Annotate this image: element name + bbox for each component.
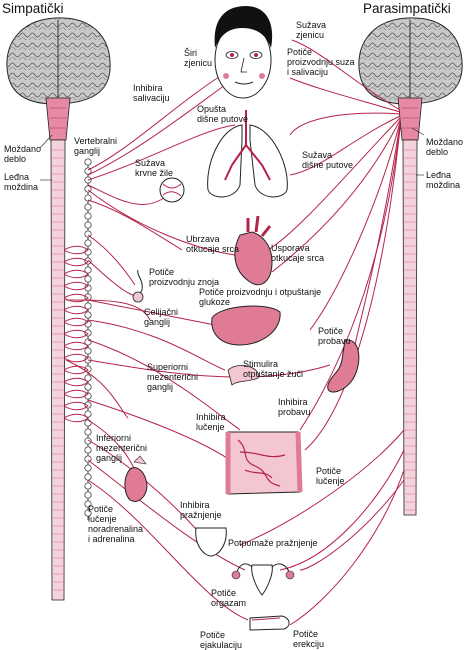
title-parasympathetic: Parasimpatički	[363, 1, 451, 16]
ramus-loop	[63, 293, 89, 303]
label-brainstem-left: Moždano deblo	[4, 144, 42, 164]
sympathetic-ganglion	[84, 437, 92, 445]
sympathetic-ganglion	[84, 383, 92, 391]
ramus-loop	[63, 413, 89, 423]
label-slows-heart: Usporava otkucaje srca	[271, 243, 325, 263]
penis	[249, 615, 290, 631]
sympathetic-ganglion	[84, 302, 92, 310]
right-brainstem	[397, 97, 423, 141]
label-stimulates-digestion: Potiče probavu	[318, 326, 351, 346]
adrenal-kidney	[124, 455, 148, 502]
ramus-loop	[63, 305, 89, 315]
sympathetic-ganglion	[84, 158, 92, 166]
label-promotes-emptying: Potpomaže pražnjenje	[228, 538, 318, 548]
label-brainstem-right: Moždano deblo	[426, 137, 464, 157]
label-stimulates-bile: Stimulira otpuštanje žuči	[243, 359, 304, 379]
label-stimulates-glucose: Potiče proizvodnju i otpuštanje glukoze	[199, 287, 322, 307]
ramus-loop	[63, 353, 89, 363]
label-inhibits-secretion: Inhibira lučenje	[196, 412, 226, 432]
face	[214, 6, 273, 99]
heart	[234, 215, 273, 286]
blood-vessel	[159, 177, 185, 203]
label-stimulates-erection: Potiče erekciju	[293, 629, 325, 649]
sympathetic-ganglion	[84, 194, 92, 202]
label-celiac-ganglion: Celijačni ganglij	[144, 307, 179, 327]
ramus-loop	[63, 365, 89, 375]
pancreas	[227, 365, 259, 386]
ramus-loop	[63, 257, 89, 267]
stomach	[327, 339, 360, 393]
left-brain	[6, 17, 111, 105]
label-constricts-pupil: Sužava zjenicu	[296, 20, 327, 40]
left-spinal-cord	[50, 139, 66, 601]
label-inferior-mesenteric: Inferiorni mezenterični ganglij	[96, 433, 148, 463]
label-stimulates-ejaculation: Potiče ejakulaciju	[200, 630, 243, 650]
sympathetic-ganglion	[84, 473, 92, 481]
sympathetic-ganglion	[84, 509, 92, 517]
title-sympathetic: Simpatički	[2, 1, 64, 16]
label-constricts-vessels: Sužava krvne žile	[135, 158, 174, 178]
ramus-loop	[63, 317, 89, 327]
label-stimulates-secretion: Potiče lučenje	[316, 466, 345, 486]
sympathetic-ganglion	[84, 428, 92, 436]
left-brainstem	[45, 97, 71, 141]
sympathetic-ganglion	[84, 500, 92, 508]
ramus-loop	[63, 329, 89, 339]
label-constricts-airways: Sužava dišne putove	[302, 150, 354, 170]
label-superior-mesenteric: Superiorni mezenterični ganglij	[147, 362, 199, 392]
right-brain	[358, 17, 463, 105]
sympathetic-ganglion	[84, 482, 92, 490]
sympathetic-ganglion	[84, 464, 92, 472]
liver	[211, 305, 281, 346]
label-inhibits-emptying: Inhibira pražnjenje	[180, 500, 222, 520]
ramus-loop	[63, 281, 89, 291]
label-stimulates-sweat: Potiče proizvodnju znoja	[149, 267, 220, 287]
label-stimulates-adrenaline: Potiče lučenje noradrenalina i adrenalin…	[88, 504, 144, 544]
label-vertebral-ganglion: Vertebralni ganglij	[74, 136, 118, 156]
sympathetic-ganglion	[84, 374, 92, 382]
sympathetic-ganglion	[84, 455, 92, 463]
bladder	[195, 527, 227, 557]
sympathetic-ganglion	[84, 491, 92, 499]
label-accelerates-heart: Ubrzava otkucaje srca	[186, 234, 240, 254]
uterus	[231, 563, 295, 596]
sympathetic-ganglion	[84, 410, 92, 418]
sympathetic-ganglion	[84, 446, 92, 454]
label-relaxes-airways: Opušta dišne putove	[197, 104, 249, 124]
right-spinal-cord	[402, 139, 418, 516]
label-stimulates-tears: Potiče proizvodnju suza i salivaciju	[287, 47, 355, 77]
sympathetic-ganglion	[84, 311, 92, 319]
sympathetic-ganglion-chain	[63, 158, 92, 520]
sympathetic-ganglion	[84, 239, 92, 247]
sympathetic-ganglion	[84, 212, 92, 220]
sympathetic-ganglion	[84, 221, 92, 229]
label-inhibits-digestion: Inhibira probavu	[278, 397, 311, 417]
leader-lines	[39, 127, 425, 181]
ramus-loop	[63, 377, 89, 387]
ramus-loop	[63, 269, 89, 279]
sympathetic-ganglion	[84, 203, 92, 211]
sympathetic-ganglion	[84, 275, 92, 283]
lungs	[207, 110, 288, 198]
label-spinal-cord-right: Leđna moždina	[426, 170, 461, 190]
label-stimulates-orgasm: Potiče orgazam	[211, 588, 247, 608]
sympathetic-ganglion	[84, 419, 92, 427]
sweat-gland	[132, 269, 144, 303]
label-dilates-pupil: Širi zjenicu	[184, 48, 213, 68]
sympathetic-ganglion	[84, 266, 92, 274]
ramus-loop	[63, 341, 89, 351]
label-inhibits-salivation: Inhibira salivaciju	[133, 83, 170, 103]
sympathetic-ganglion	[84, 347, 92, 355]
ramus-loop	[63, 401, 89, 411]
ramus-loop	[63, 245, 89, 255]
label-spinal-cord-left: Leđna moždina	[4, 172, 39, 192]
ramus-loop	[63, 389, 89, 399]
intestines	[225, 431, 303, 495]
